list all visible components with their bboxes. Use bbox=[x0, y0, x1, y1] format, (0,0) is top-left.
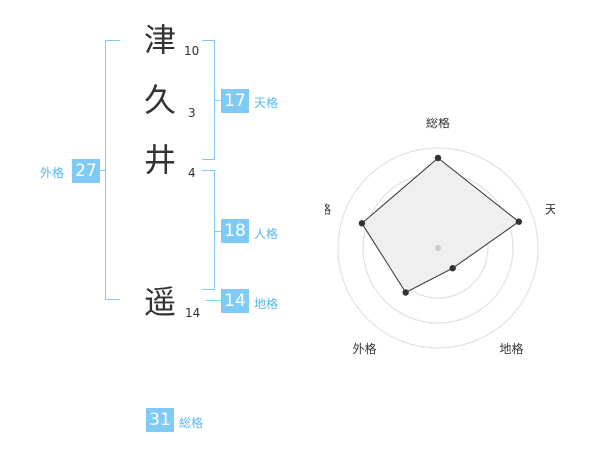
chikaku-label: 地格 bbox=[254, 297, 279, 311]
stroke-count-1: 10 bbox=[184, 44, 200, 58]
chikaku-value-badge: 14 bbox=[221, 289, 249, 313]
name-char-4: 遥 bbox=[143, 283, 176, 321]
radar-chart: 総格 天格 地格 外格 人格 bbox=[325, 118, 555, 356]
jinkaku-value-badge: 18 bbox=[221, 219, 249, 243]
name-char-2: 久 bbox=[143, 81, 176, 119]
gaikaku-bracket bbox=[105, 40, 120, 300]
radar-axis-label-jinkaku: 人格 bbox=[325, 201, 331, 216]
name-char-3: 井 bbox=[143, 141, 176, 179]
radar-axis-label-tenkaku: 天格 bbox=[545, 201, 555, 216]
stroke-count-4: 14 bbox=[185, 306, 201, 320]
radar-data-point bbox=[358, 220, 366, 227]
radar-data-point bbox=[402, 289, 409, 296]
stroke-count-3: 4 bbox=[188, 166, 196, 180]
radar-center-dot bbox=[435, 245, 441, 251]
tenkaku-connector bbox=[215, 100, 221, 101]
stroke-count-2: 3 bbox=[188, 106, 196, 120]
jinkaku-bracket bbox=[202, 170, 215, 290]
soukaku-label: 総格 bbox=[179, 416, 204, 430]
jinkaku-label: 人格 bbox=[254, 227, 279, 241]
name-char-1: 津 bbox=[143, 21, 176, 59]
gaikaku-value-badge: 27 bbox=[72, 159, 100, 183]
tenkaku-bracket bbox=[202, 40, 215, 160]
radar-data-point bbox=[434, 154, 442, 162]
gaikaku-label: 外格 bbox=[40, 166, 65, 180]
soukaku-value-badge: 31 bbox=[146, 408, 174, 432]
chikaku-connector bbox=[205, 300, 221, 301]
tenkaku-label: 天格 bbox=[254, 96, 279, 110]
radar-grid-ring bbox=[337, 147, 539, 349]
gaikaku-connector bbox=[96, 170, 105, 171]
jinkaku-connector bbox=[215, 231, 221, 232]
tenkaku-value-badge: 17 bbox=[221, 89, 249, 113]
radar-axis-label-soukaku: 総格 bbox=[426, 118, 450, 130]
radar-data-points bbox=[358, 154, 523, 296]
radar-data-point bbox=[515, 218, 523, 225]
radar-axis-label-chikaku: 地格 bbox=[499, 341, 523, 356]
radar-data-point bbox=[449, 265, 456, 272]
radar-axis-label-gaikaku: 外格 bbox=[352, 341, 376, 356]
radar-data-area bbox=[361, 157, 520, 294]
